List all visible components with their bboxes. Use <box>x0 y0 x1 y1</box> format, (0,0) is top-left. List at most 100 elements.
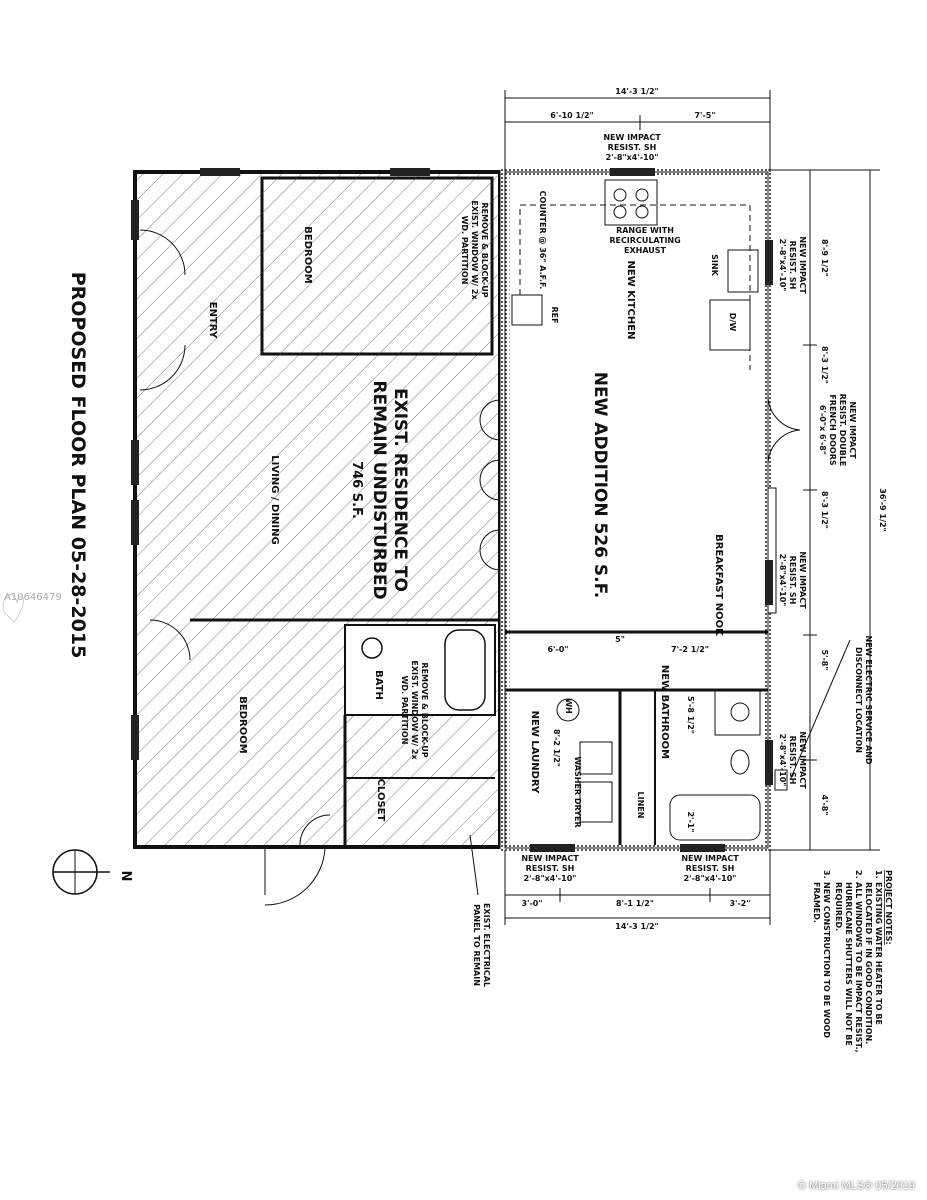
window-label-right-1: NEW IMPACT RESIST. SH 2'-8"x4'-10" <box>778 236 807 294</box>
room-new-bathroom: NEW BATHROOM <box>659 665 670 759</box>
note-line: REQUIRED. <box>834 882 843 931</box>
window-label-bottom-left: NEW IMPACT RESIST. SH 2'-8"x4'-10" <box>521 854 579 883</box>
note-number: 2. <box>854 870 863 879</box>
note-line: WD. PARTITION <box>400 676 409 745</box>
dim-bottom-2: 8'-1 1/2" <box>616 899 654 908</box>
note-line: NEW CONSTRUCTION TO BE WOOD <box>822 882 831 1038</box>
dim-bottom-total: 14'-3 1/2" <box>615 922 658 931</box>
existing-residence-area: 746 S.F. <box>349 461 364 519</box>
plan-title: PROPOSED FLOOR PLAN 05-28-2015 <box>67 272 89 659</box>
dim-right-3: 8'-3 1/2" <box>820 491 829 529</box>
note-line: NEW IMPACT <box>848 401 857 459</box>
note-line: WD. PARTITION <box>460 216 469 285</box>
dim-bottom-3: 3'-2" <box>729 899 750 908</box>
dim-right-4: 5'-8" <box>820 649 829 670</box>
washer-dryer-label: WASHER DRYER <box>573 756 582 827</box>
room-living-dining: LIVING / DINING <box>269 455 280 544</box>
window-label-top: NEW IMPACT RESIST. SH 2'-8"x4'-10" <box>603 133 661 162</box>
note-line: RESIST. SH <box>608 143 657 152</box>
ref-label: REF <box>550 306 559 323</box>
existing-residence-line2: REMAIN UNDISTURBED <box>369 380 389 599</box>
laundry-dimension: 8'-2 1/2" <box>552 729 561 767</box>
note-line: 2'-8"x4'-10" <box>778 554 787 607</box>
window-label-bottom-right: NEW IMPACT RESIST. SH 2'-8"x4'-10" <box>681 854 739 883</box>
existing-residence <box>131 168 502 906</box>
note-line: NEW ELECTRIC SERVICE AND <box>864 635 873 764</box>
room-bedroom-bottom: BEDROOM <box>237 696 248 753</box>
note-line: NEW IMPACT <box>521 854 579 863</box>
note-line: PANEL TO REMAIN <box>472 904 481 986</box>
note-line: 6'-0"x 6'-8" <box>818 405 827 455</box>
north-arrow-icon: N <box>52 849 133 895</box>
note-line: REMOVE & BLOCK-UP <box>420 662 429 757</box>
note-line: 2'-8"x4'-10" <box>778 734 787 787</box>
watermark-text: A10646479 <box>4 592 62 603</box>
dim-right-1: 8'-9 1/2" <box>820 239 829 277</box>
dim-right-total: 36'-9 1/2" <box>878 488 887 531</box>
note-line: RESIST. SH <box>788 241 797 290</box>
note-line: FRENCH DOORS <box>828 394 837 466</box>
counter-note: COUNTER @ 36" A.F.F. <box>538 191 547 290</box>
note-line: 2'-8"x4'-10" <box>778 239 787 292</box>
note-line: NEW IMPACT <box>798 731 807 789</box>
note-line: ALL WINDOWS TO BE IMPACT RESIST., <box>854 882 863 1053</box>
note-line: 2'-8"x4'-10" <box>684 874 737 883</box>
dimension-lines <box>469 90 880 925</box>
dim-top-a: 6'-10 1/2" <box>550 111 593 120</box>
range-note: RANGE WITH RECIRCULATING EXHAUST <box>609 226 680 255</box>
note-line: DISCONNECT LOCATION <box>854 647 863 753</box>
dim-right-2: 8'-3 1/2" <box>820 346 829 384</box>
electrical-panel-note: EXIST. ELECTRICAL PANEL TO REMAIN <box>472 903 491 987</box>
bathroom-dimension: 5'-8 1/2" <box>686 696 695 734</box>
note-line: FRAMED. <box>812 882 821 923</box>
room-breakfast-nook: BREAKFAST NOOK <box>713 534 724 637</box>
watermark-logo: A10646479 <box>2 592 62 623</box>
water-heater-label: WH <box>564 698 573 714</box>
note-line: EXIST. ELECTRICAL <box>482 903 491 987</box>
note-line: EXIST. WINDOW W/ 2x <box>470 200 479 300</box>
window-label-right-3: NEW IMPACT RESIST. SH 2'-8"x4'-10" <box>778 731 807 789</box>
french-doors-label: NEW IMPACT RESIST. DOUBLE FRENCH DOORS 6… <box>818 394 857 467</box>
note-line: 2'-8"x4'-10" <box>524 874 577 883</box>
window-label-right-2: NEW IMPACT RESIST. SH 2'-8"x4'-10" <box>778 551 807 609</box>
interior-dim-3: 7'-2 1/2" <box>671 645 709 654</box>
note-line: RESIST. SH <box>788 556 797 605</box>
note-line: HURRICANE SHUTTERS WILL NOT BE <box>844 882 853 1046</box>
mls-copyright: © Miami MLS® 05/2019 <box>797 1180 915 1192</box>
dim-top-b: 7'-5" <box>694 111 715 120</box>
note-line: EXISTING WATER HEATER TO BE <box>874 882 883 1025</box>
note-line: RANGE WITH <box>616 226 674 235</box>
sink-label: SINK <box>710 254 719 276</box>
room-new-laundry: NEW LAUNDRY <box>529 711 540 794</box>
note-line: EXIST. WINDOW W/ 2x <box>410 660 419 760</box>
room-bath: BATH <box>373 670 384 700</box>
room-closet: CLOSET <box>375 779 386 822</box>
room-entry: ENTRY <box>207 302 218 339</box>
notes-heading: PROJECT NOTES: <box>884 870 893 945</box>
block-up-note-top: REMOVE & BLOCK-UP EXIST. WINDOW W/ 2x WD… <box>460 200 489 300</box>
note-line: EXHAUST <box>624 246 667 255</box>
note-line: NEW IMPACT <box>798 551 807 609</box>
interior-dim-1: 6'-0" <box>547 645 568 654</box>
electric-service-label: NEW ELECTRIC SERVICE AND DISCONNECT LOCA… <box>854 635 873 764</box>
note-line: RESIST. SH <box>788 736 797 785</box>
new-addition-title: NEW ADDITION 526 S.F. <box>590 372 610 598</box>
room-bedroom-top: BEDROOM <box>302 226 313 283</box>
note-line: NEW IMPACT <box>603 133 661 142</box>
north-label: N <box>118 871 133 882</box>
note-line: NEW IMPACT <box>798 236 807 294</box>
note-number: 3. <box>822 870 831 879</box>
dishwasher-label: D/W <box>728 313 737 332</box>
note-line: RECIRCULATING <box>609 236 680 245</box>
dim-right-5: 4'-8" <box>820 794 829 815</box>
interior-dim-2: 5" <box>615 635 625 644</box>
note-line: RESIST. DOUBLE <box>838 394 847 467</box>
note-line: NEW IMPACT <box>681 854 739 863</box>
linen-label: LINEN <box>636 792 645 819</box>
note-line: RELOCATED IF IN GOOD CONDITION. <box>864 882 873 1044</box>
existing-residence-line1: EXIST. RESIDENCE TO <box>390 388 410 592</box>
room-new-kitchen: NEW KITCHEN <box>625 261 636 340</box>
dim-bottom-1: 3'-0" <box>521 899 542 908</box>
